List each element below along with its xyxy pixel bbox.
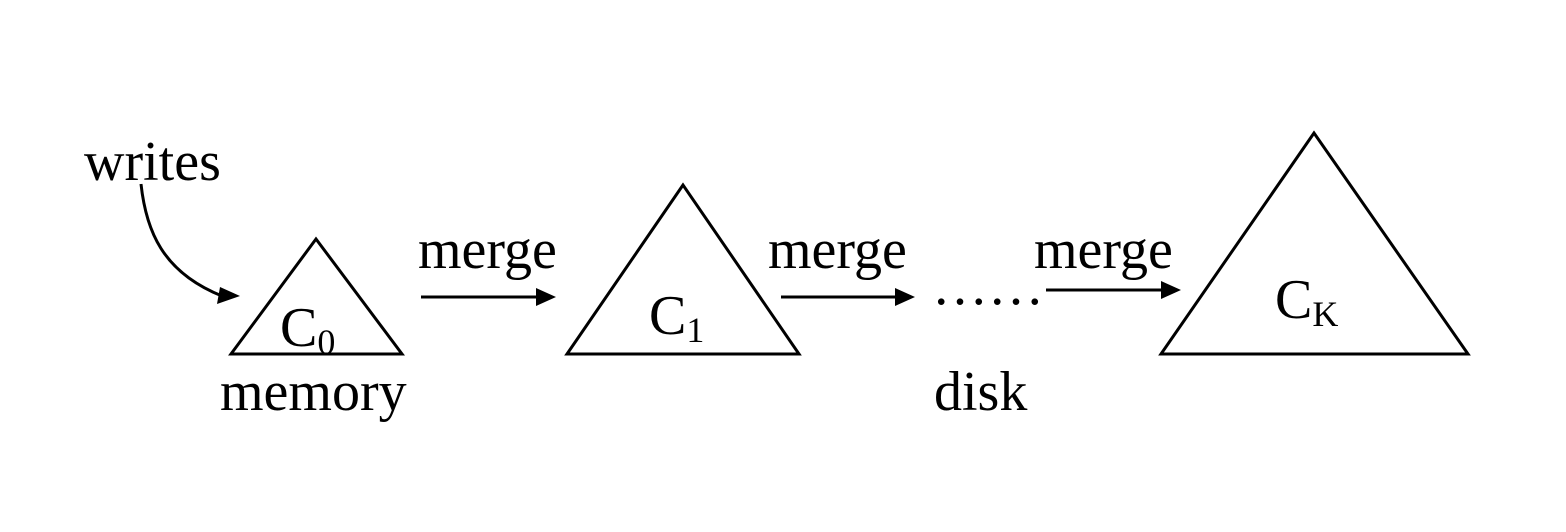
c0-label: C0 bbox=[280, 297, 335, 362]
writes-arrow bbox=[139, 183, 223, 298]
merge-label-3: merge bbox=[1034, 219, 1173, 281]
ck-label: CK bbox=[1275, 269, 1338, 334]
merge-arrow-2-head bbox=[895, 288, 915, 306]
writes-label: writes bbox=[84, 131, 221, 193]
merge-label-2: merge bbox=[768, 219, 907, 281]
c0-triangle bbox=[228, 236, 405, 356]
c1-label: C1 bbox=[649, 285, 704, 350]
ck-triangle bbox=[1158, 130, 1471, 356]
merge-arrow-1-head bbox=[536, 288, 556, 306]
memory-label: memory bbox=[220, 361, 407, 423]
c1-triangle bbox=[564, 182, 802, 356]
writes-arrow-head bbox=[217, 287, 240, 304]
merge-label-1: merge bbox=[418, 219, 557, 281]
disk-label: disk bbox=[934, 361, 1027, 423]
merge-arrow-3-head bbox=[1161, 281, 1181, 299]
ellipsis-label: …… bbox=[932, 255, 1044, 317]
